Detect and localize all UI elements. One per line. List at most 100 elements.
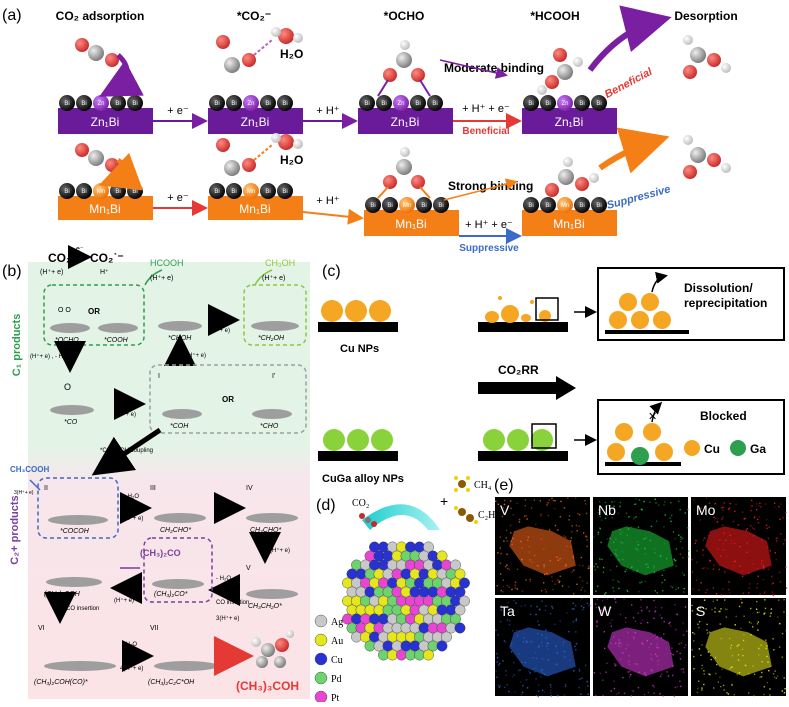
- eds-map-dot: [767, 546, 769, 548]
- panel-b-letter: (b): [2, 263, 22, 280]
- roman-label: I': [272, 373, 275, 380]
- eds-map-dot: [661, 673, 663, 675]
- eds-map-dot: [575, 643, 578, 645]
- eds-map-dot: [638, 671, 640, 674]
- co2-radical-label: CO₂˙⁻: [90, 251, 124, 265]
- eds-map-dot: [713, 516, 715, 519]
- eds-map-dot: [528, 670, 530, 672]
- eds-map-dot: [506, 684, 508, 686]
- eds-map-dot: [769, 550, 771, 552]
- eds-map-dot: [652, 685, 654, 687]
- slab: [154, 661, 218, 671]
- eds-map-dot: [515, 602, 517, 604]
- eds-map-dot: [595, 563, 597, 565]
- eds-map-dot: [499, 547, 501, 549]
- blocked-label: Blocked: [700, 409, 747, 423]
- eds-map-dot: [785, 566, 787, 568]
- h2o-label: H₂O: [280, 153, 303, 167]
- cuga-nps-after: [478, 423, 568, 461]
- eds-map-dot: [713, 564, 715, 566]
- eds-map-dot: [693, 668, 695, 670]
- eds-map-dot: [745, 529, 747, 531]
- eds-map-dot: [688, 550, 690, 552]
- co2-molecule: [75, 143, 119, 172]
- plus-label: +: [440, 493, 448, 509]
- eds-map-dot: [740, 627, 742, 630]
- he-label: (H⁺+ e): [210, 327, 230, 334]
- eds-map-dot: [701, 689, 703, 691]
- eds-map-dot: [611, 619, 613, 621]
- atom: [441, 631, 452, 643]
- eds-map-dot: [541, 689, 544, 692]
- eds-map-dot: [637, 526, 640, 528]
- eds-map-dot: [774, 502, 776, 504]
- eds-map-dot: [502, 579, 504, 581]
- eds-map-dot: [496, 661, 498, 663]
- eds-map-dot: [756, 583, 759, 585]
- step-arrow-2: [302, 208, 364, 225]
- eds-map-dot: [569, 659, 571, 661]
- eds-map-dot: [728, 588, 730, 591]
- eds-map-dot: [522, 641, 524, 643]
- eds-map-dot: [638, 590, 640, 593]
- eds-map-dot: [511, 676, 514, 678]
- h2o-minus-label: - H₂O: [124, 494, 139, 500]
- eds-map-dot: [613, 687, 616, 690]
- eds-map-dot: [692, 588, 694, 590]
- eds-map-dot: [764, 612, 766, 614]
- eds-map-dot: [540, 590, 543, 592]
- eds-map-dot: [715, 517, 717, 520]
- mn-slab-4: Mn₁Bi: [522, 197, 617, 236]
- eds-map-dot: [567, 586, 570, 588]
- eds-map-dot: [654, 633, 657, 636]
- bi-label: Bi: [214, 189, 219, 195]
- eds-map-dot: [662, 590, 664, 592]
- eds-map-dot: [766, 527, 768, 529]
- eds-map-dot: [663, 633, 665, 635]
- eds-map-dot: [611, 517, 613, 519]
- eds-map-dot: [509, 524, 512, 527]
- eds-map-dot: [696, 561, 698, 563]
- eds-map-dot: [586, 539, 588, 541]
- eds-map-dot: [510, 651, 513, 653]
- eds-map-dot: [518, 518, 521, 521]
- eds-map-dot: [516, 568, 519, 570]
- eds-map-dot: [542, 672, 544, 674]
- species-struct: O: [64, 382, 71, 392]
- slab: [50, 405, 94, 415]
- step-label-e: + e⁻: [167, 192, 189, 204]
- mn-slab-3: Mn₁Bi: [364, 197, 459, 236]
- eds-map-dot: [586, 545, 588, 548]
- eds-element-label: Mo: [696, 502, 716, 518]
- beneficial-step-label: Beneficial: [462, 126, 509, 137]
- eds-map-dot: [546, 504, 548, 506]
- eds-map-dot: [782, 517, 784, 519]
- eds-map-dot: [540, 538, 542, 540]
- eds-map-dot: [540, 676, 542, 678]
- eds-map-dot: [615, 601, 617, 603]
- eds-map-dot: [597, 512, 599, 514]
- eds-map-dot: [576, 583, 578, 585]
- eds-map-dot: [752, 563, 755, 565]
- eds-map-dot: [522, 685, 524, 687]
- eds-map-dot: [577, 512, 579, 515]
- atom: [436, 550, 448, 562]
- eds-map-dot: [766, 681, 769, 684]
- co2-label: CO₂: [48, 251, 71, 265]
- panel-c-letter: (c): [322, 263, 341, 280]
- eds-map-dot: [563, 694, 566, 696]
- eds-map-dot: [703, 670, 705, 672]
- eds-map-dot: [756, 587, 758, 589]
- eds-map-dot: [558, 580, 561, 582]
- eds-map-dot: [727, 508, 730, 510]
- eds-map-dot: [634, 503, 636, 505]
- eds-map-dot: [497, 503, 499, 505]
- eds-map-dot: [734, 560, 737, 562]
- eds-map-dot: [679, 541, 682, 543]
- eds-map-dot: [756, 623, 759, 625]
- eds-map-dot: [535, 678, 537, 680]
- atom: [436, 640, 448, 652]
- nanoparticle-sphere: [342, 541, 470, 661]
- eds-map-dot: [550, 692, 552, 694]
